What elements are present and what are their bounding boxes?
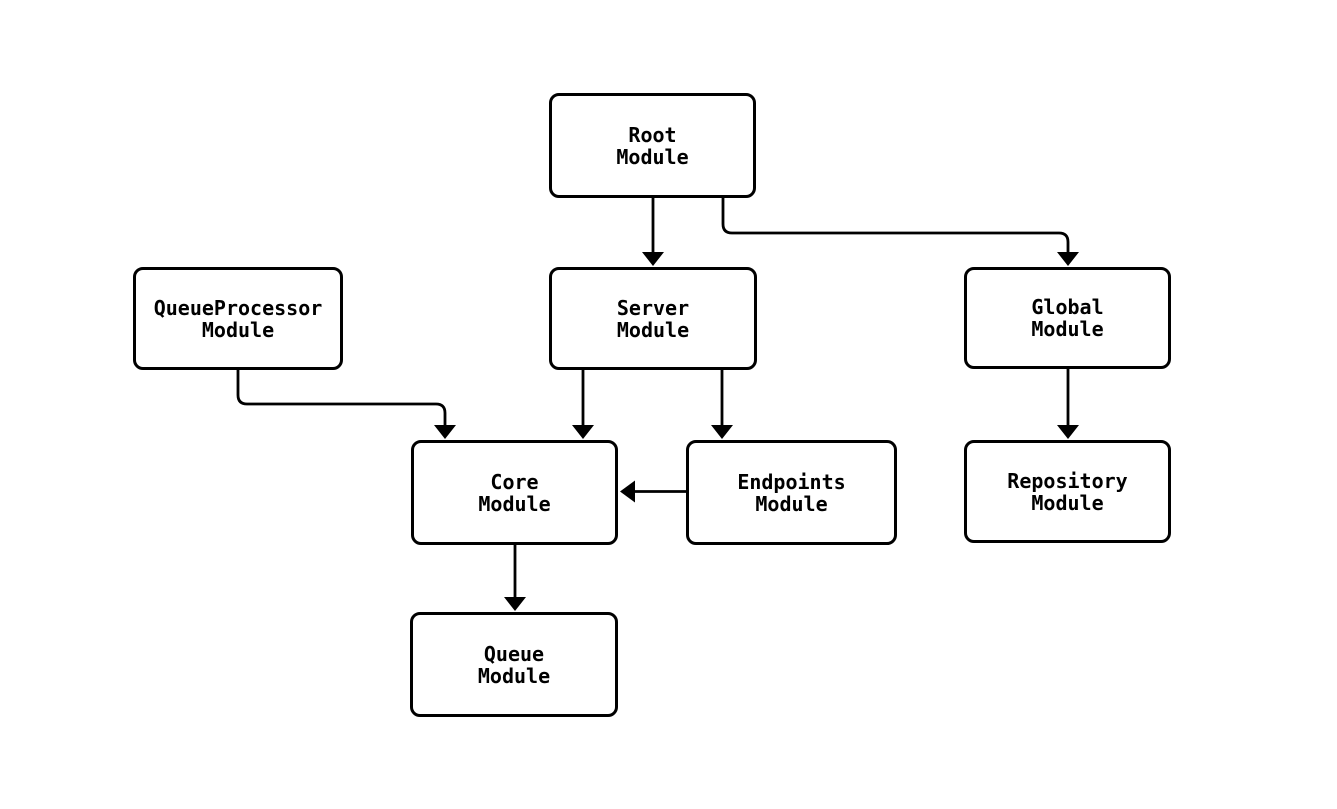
arrowhead-down-icon	[434, 425, 456, 439]
node-repository-module: Repository Module	[964, 440, 1171, 543]
node-endpoints-module-label: Endpoints Module	[737, 469, 846, 516]
node-queueprocessor-module: QueueProcessor Module	[133, 267, 343, 370]
node-root-module: Root Module	[549, 93, 756, 198]
arrowhead-down-icon	[1057, 425, 1079, 439]
arrowhead-down-icon	[711, 425, 733, 439]
arrowhead-down-icon	[642, 252, 664, 266]
node-global-module: Global Module	[964, 267, 1171, 369]
node-queue-module: Queue Module	[410, 612, 618, 717]
edge-core-to-queue	[504, 545, 526, 611]
edge-endpoints-to-core	[620, 480, 686, 503]
node-queue-module-label: Queue Module	[477, 641, 551, 688]
node-core-module-label: Core Module	[478, 469, 551, 516]
node-queueprocessor-module-label: QueueProcessor Module	[153, 295, 323, 342]
arrowhead-down-icon	[1057, 252, 1079, 266]
edge-root-to-global	[721, 198, 1079, 266]
node-server-module: Server Module	[549, 267, 757, 370]
edge-server-to-core	[572, 370, 594, 439]
node-core-module: Core Module	[411, 440, 618, 545]
node-root-module-label: Root Module	[616, 122, 689, 169]
node-global-module-label: Global Module	[1031, 295, 1104, 341]
node-endpoints-module: Endpoints Module	[686, 440, 897, 545]
node-server-module-label: Server Module	[616, 295, 690, 342]
edge-queueprocessor-to-core	[236, 370, 456, 439]
node-repository-module-label: Repository Module	[1007, 468, 1128, 515]
arrowhead-down-icon	[504, 597, 526, 611]
edge-root-to-server	[642, 198, 664, 266]
arrowhead-left-icon	[620, 480, 635, 503]
edge-server-to-endpoints	[711, 370, 733, 439]
arrowhead-down-icon	[572, 425, 594, 439]
edge-global-to-repository	[1057, 369, 1079, 439]
